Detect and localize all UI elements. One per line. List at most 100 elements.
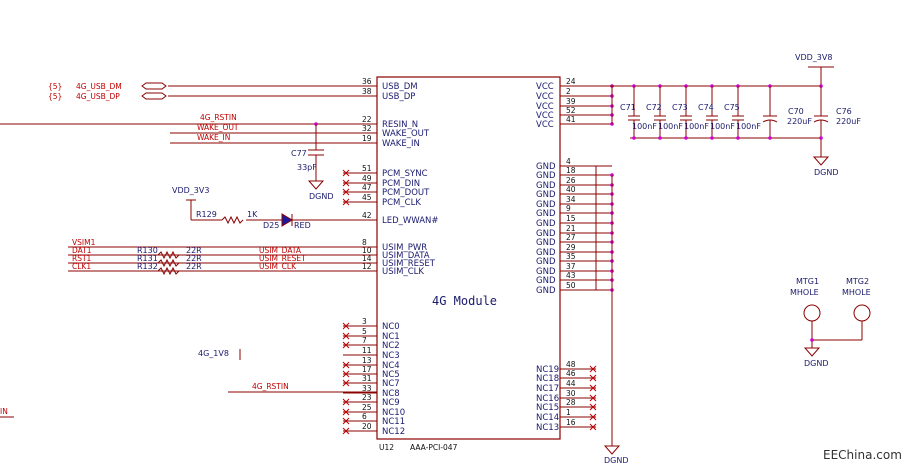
right-pin-number: 2: [566, 87, 571, 96]
net-wake-out: WAKE_OUT: [197, 123, 239, 132]
right-pin-number: 40: [566, 185, 576, 194]
usb-nets: {5} {5} 4G_USB_DM 4G_USB_DP: [48, 82, 377, 101]
left-pin-name: NC3: [382, 351, 400, 361]
right-pin-name: GND: [536, 200, 556, 210]
right-pin-name: NC15: [536, 403, 559, 413]
left-pin-name: USIM_DATA: [382, 251, 430, 261]
right-pin-name: NC19: [536, 365, 559, 375]
c75-ref: C75: [724, 103, 740, 112]
right-pin-number: 48: [566, 360, 576, 369]
right-pin-name: GND: [536, 229, 556, 239]
left-pin-name: USIM_CLK: [382, 267, 424, 277]
net-rst: RST1: [72, 254, 92, 263]
module-body: [376, 76, 561, 440]
right-pin-name: GND: [536, 219, 556, 229]
gnd-column: DGND: [603, 175, 629, 465]
left-pin-name: LED_WWAN#: [382, 216, 439, 226]
dgnd-label: DGND: [309, 192, 334, 201]
mtg2-ref: MTG2: [846, 277, 869, 286]
left-pin-name: USB_DP: [382, 92, 415, 102]
left-pin-number: 47: [362, 183, 372, 192]
no-connect-icon: [589, 384, 597, 392]
module-ref: U12: [379, 443, 394, 452]
led-circuit: VDD_3V3 R129 1K D25 RED: [172, 186, 377, 230]
r130-ref: R130: [137, 246, 158, 255]
right-pin-number: 29: [566, 243, 576, 252]
no-connect-icon: [342, 408, 350, 416]
right-pin-number: 27: [566, 233, 576, 242]
right-pin-name: VCC: [536, 92, 554, 102]
left-pin-name: NC7: [382, 379, 400, 389]
right-pin-name: GND: [536, 276, 556, 286]
mounting-holes: MTG1 MTG2 MHOLE MHOLE DGND: [790, 277, 871, 368]
right-pin-number: 43: [566, 271, 576, 280]
right-pin-number: 39: [566, 97, 576, 106]
right-pin-name: GND: [536, 209, 556, 219]
no-connect-icon: [342, 188, 350, 196]
net-wake-in: WAKE_IN: [197, 133, 230, 142]
mtg1-ref: MTG1: [796, 277, 819, 286]
left-pin-number: 10: [362, 246, 372, 255]
left-pin-number: 14: [362, 254, 372, 263]
left-pin-name: USB_DM: [382, 82, 418, 92]
mounting-hole-icon: [853, 304, 871, 322]
r132-ref: R132: [137, 262, 158, 271]
power-rail: VDD_3V8 DGND C71 C72 C73 C74 C75 C70 C76…: [560, 53, 861, 177]
left-pin-number: 42: [362, 211, 372, 220]
left-pin-number: 51: [362, 164, 372, 173]
dgnd-label: DGND: [804, 359, 829, 368]
r131-value: 22R: [186, 254, 202, 263]
net-usb-dp: 4G_USB_DP: [76, 92, 120, 101]
c73-ref: C73: [672, 103, 688, 112]
no-connect-icon: [589, 413, 597, 421]
left-pin-number: 20: [362, 422, 372, 431]
right-pin-number: 15: [566, 214, 576, 223]
right-pin-name: GND: [536, 267, 556, 277]
right-pin-name: VCC: [536, 82, 554, 92]
net-usb-dm: 4G_USB_DM: [76, 82, 122, 91]
no-connect-icon: [589, 394, 597, 402]
left-pin-number: 38: [362, 87, 372, 96]
right-pin-name: GND: [536, 181, 556, 191]
right-pin-name: VCC: [536, 111, 554, 121]
right-pin-name: VCC: [536, 120, 554, 130]
left-pin-number: 23: [362, 393, 372, 402]
left-pin-number: 49: [362, 174, 372, 183]
left-pin-number: 3: [362, 317, 367, 326]
c74-value: 100nF: [710, 122, 735, 131]
mounting-hole-icon: [803, 304, 821, 322]
left-pin-name: NC2: [382, 341, 400, 351]
r130-value: 22R: [186, 246, 202, 255]
right-pin-number: 50: [566, 281, 576, 290]
c77-ref: C77: [291, 149, 307, 158]
c77-value: 33pF: [297, 163, 317, 172]
net-rstin: 4G_RSTIN: [200, 113, 237, 122]
c73-value: 100nF: [684, 122, 709, 131]
right-pin-number: 28: [566, 398, 576, 407]
r129-value: 1K: [247, 210, 258, 219]
left-pin-name: WAKE_IN: [382, 139, 420, 149]
right-pin-number: 37: [566, 262, 576, 271]
right-pin-number: 46: [566, 369, 576, 378]
left-pin-number: 25: [362, 403, 372, 412]
r132-value: 22R: [186, 262, 202, 271]
net-usim-data: USIM_DATA: [259, 246, 302, 255]
no-connect-icon: [342, 179, 350, 187]
right-pin-name: NC17: [536, 384, 559, 394]
right-pin-name: GND: [536, 190, 556, 200]
left-pin-number: 31: [362, 374, 372, 383]
c71-value: 100nF: [632, 122, 657, 131]
right-pin-name: GND: [536, 286, 556, 296]
offpage-connector-icon: [141, 82, 167, 90]
right-pin-number: 44: [566, 379, 576, 388]
r131-ref: R131: [137, 254, 158, 263]
c76-value: 220uF: [836, 117, 861, 126]
ground-icon: [803, 347, 821, 357]
c76-ref: C76: [836, 107, 852, 116]
module-part: AAA-PCI-047: [410, 443, 458, 452]
left-pin-number: 45: [362, 193, 372, 202]
c70-value: 220uF: [787, 117, 812, 126]
